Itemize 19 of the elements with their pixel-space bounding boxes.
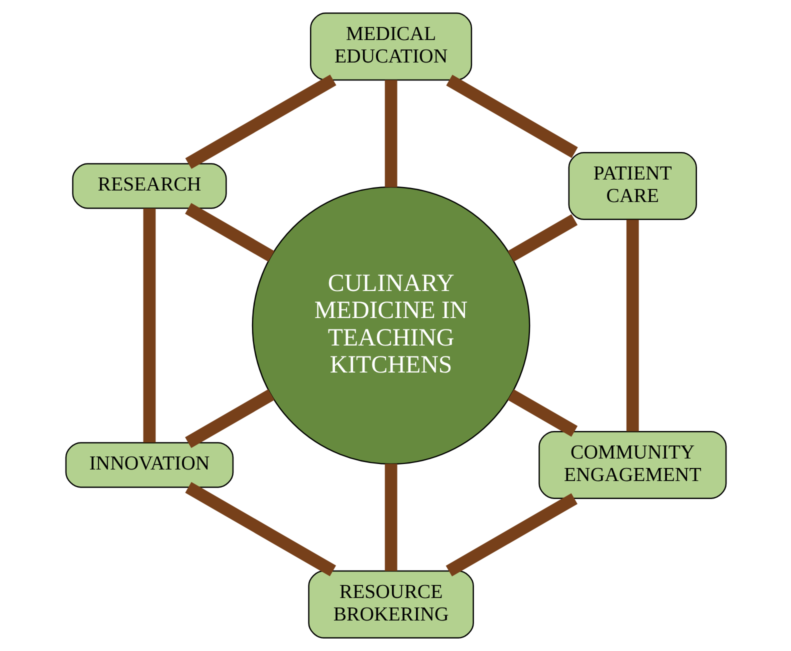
node-box: MEDICAL EDUCATION bbox=[310, 12, 472, 81]
connector bbox=[507, 389, 578, 437]
node-circle: CULINARY MEDICINE IN TEACHING KITCHENS bbox=[251, 186, 530, 465]
connector bbox=[184, 389, 274, 448]
node-box: PATIENT CARE bbox=[568, 152, 696, 220]
node-box: RESOURCE BROKERING bbox=[308, 570, 474, 638]
connector bbox=[445, 493, 577, 576]
connector bbox=[384, 464, 397, 571]
connector bbox=[184, 74, 336, 169]
connector bbox=[184, 482, 336, 576]
connector bbox=[446, 74, 578, 158]
connector bbox=[626, 220, 638, 432]
connector bbox=[184, 202, 274, 262]
node-box: INNOVATION bbox=[64, 442, 234, 488]
connector bbox=[384, 80, 397, 188]
node-box: COMMUNITY ENGAGEMENT bbox=[538, 430, 726, 499]
connector bbox=[142, 208, 156, 442]
connector bbox=[507, 214, 578, 262]
node-box: RESEARCH bbox=[72, 163, 226, 209]
